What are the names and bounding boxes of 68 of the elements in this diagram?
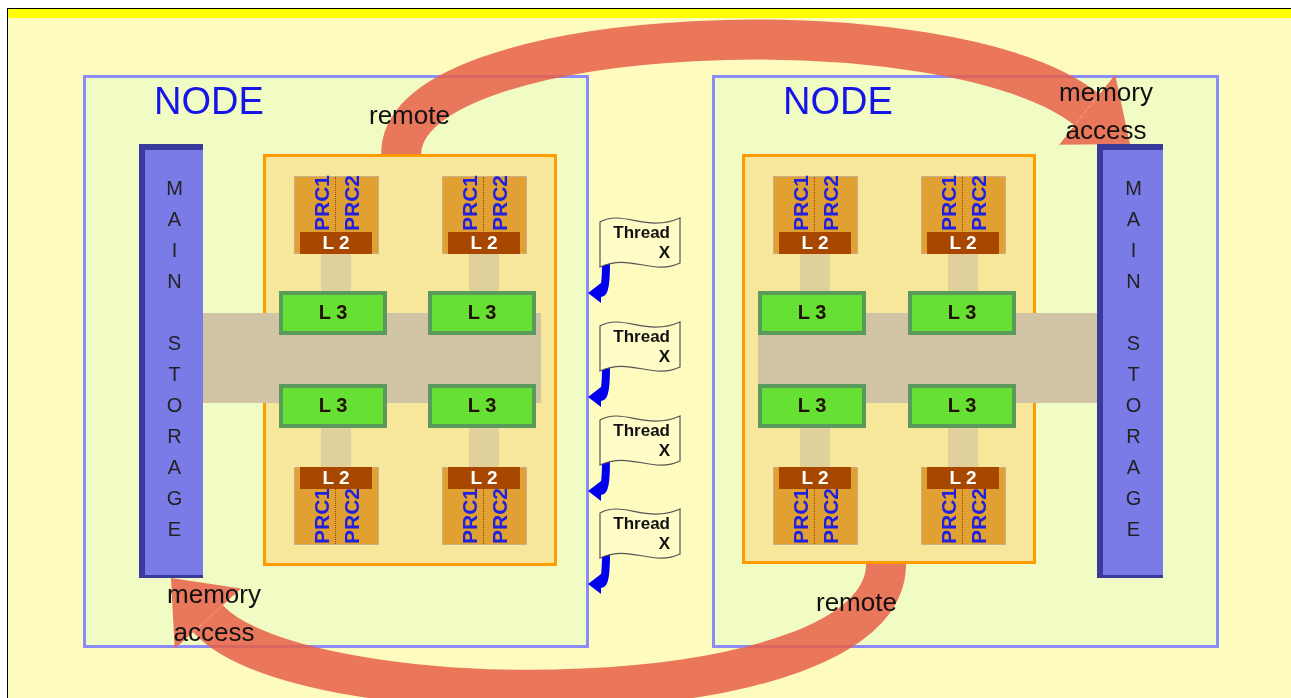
l3-cache-box xyxy=(908,291,1016,335)
cache-label: L 3 xyxy=(466,301,498,324)
l3-cache-box xyxy=(758,384,866,428)
connector-band xyxy=(948,254,978,291)
processor-module xyxy=(442,467,527,545)
cache-label: L 2 xyxy=(948,232,978,254)
cache-label: L 2 xyxy=(469,467,499,489)
arrow xyxy=(588,553,610,594)
cache-label: L 3 xyxy=(317,394,349,417)
cache-label: L 2 xyxy=(948,467,978,489)
cache-label: L 3 xyxy=(796,394,828,417)
thread-label: Thread X xyxy=(612,327,670,367)
node-title: NODE xyxy=(783,80,893,123)
l2-cache-bar xyxy=(448,467,520,489)
connector-band xyxy=(948,428,978,467)
l2-cache-bar xyxy=(779,232,851,254)
processor-module xyxy=(773,176,858,254)
chip-board xyxy=(263,154,557,566)
cache-label: L 3 xyxy=(796,301,828,324)
cache-label: L 3 xyxy=(946,301,978,324)
node-panel xyxy=(83,75,589,648)
main-storage-bar xyxy=(1097,144,1163,578)
processor-module xyxy=(921,176,1006,254)
processor-module xyxy=(294,467,379,545)
connector-band xyxy=(469,428,499,467)
thread-label: Thread X xyxy=(612,421,670,461)
connector-band xyxy=(203,313,263,403)
cache-label: L 2 xyxy=(321,232,351,254)
processor-module xyxy=(921,467,1006,545)
arrow xyxy=(588,262,610,303)
l2-cache-bar xyxy=(779,467,851,489)
l2-cache-bar xyxy=(927,232,999,254)
l3-cache-box xyxy=(758,291,866,335)
storage-label: MAIN STORAGE xyxy=(162,176,186,549)
arrow xyxy=(588,460,610,501)
thread-label: Thread X xyxy=(612,514,670,554)
processor-module xyxy=(294,176,379,254)
main-storage-bar xyxy=(139,144,203,578)
l2-cache-bar xyxy=(927,467,999,489)
connector-band xyxy=(321,254,351,291)
l3-cache-box xyxy=(279,384,387,428)
cache-label: L 3 xyxy=(946,394,978,417)
cache-label: L 2 xyxy=(800,467,830,489)
connector-band xyxy=(800,428,830,467)
node-panel xyxy=(712,75,1219,648)
cache-label: L 2 xyxy=(321,467,351,489)
cache-label: L 2 xyxy=(469,232,499,254)
processor-module xyxy=(442,176,527,254)
chip-board xyxy=(742,154,1036,564)
arrow xyxy=(588,366,610,407)
storage-label: MAIN STORAGE xyxy=(1121,176,1145,549)
l3-cache-box xyxy=(908,384,1016,428)
connector-band xyxy=(469,254,499,291)
node-title: NODE xyxy=(154,80,264,123)
connector-band xyxy=(1036,313,1097,403)
cache-label: L 3 xyxy=(466,394,498,417)
cache-label: L 3 xyxy=(317,301,349,324)
connector-band xyxy=(321,428,351,467)
l3-cache-box xyxy=(428,291,536,335)
l2-cache-bar xyxy=(300,467,372,489)
connector-band xyxy=(800,254,830,291)
thread-label: Thread X xyxy=(612,223,670,263)
cache-label: L 2 xyxy=(800,232,830,254)
processor-module xyxy=(773,467,858,545)
l3-cache-box xyxy=(428,384,536,428)
l3-cache-box xyxy=(279,291,387,335)
l2-cache-bar xyxy=(300,232,372,254)
l2-cache-bar xyxy=(448,232,520,254)
